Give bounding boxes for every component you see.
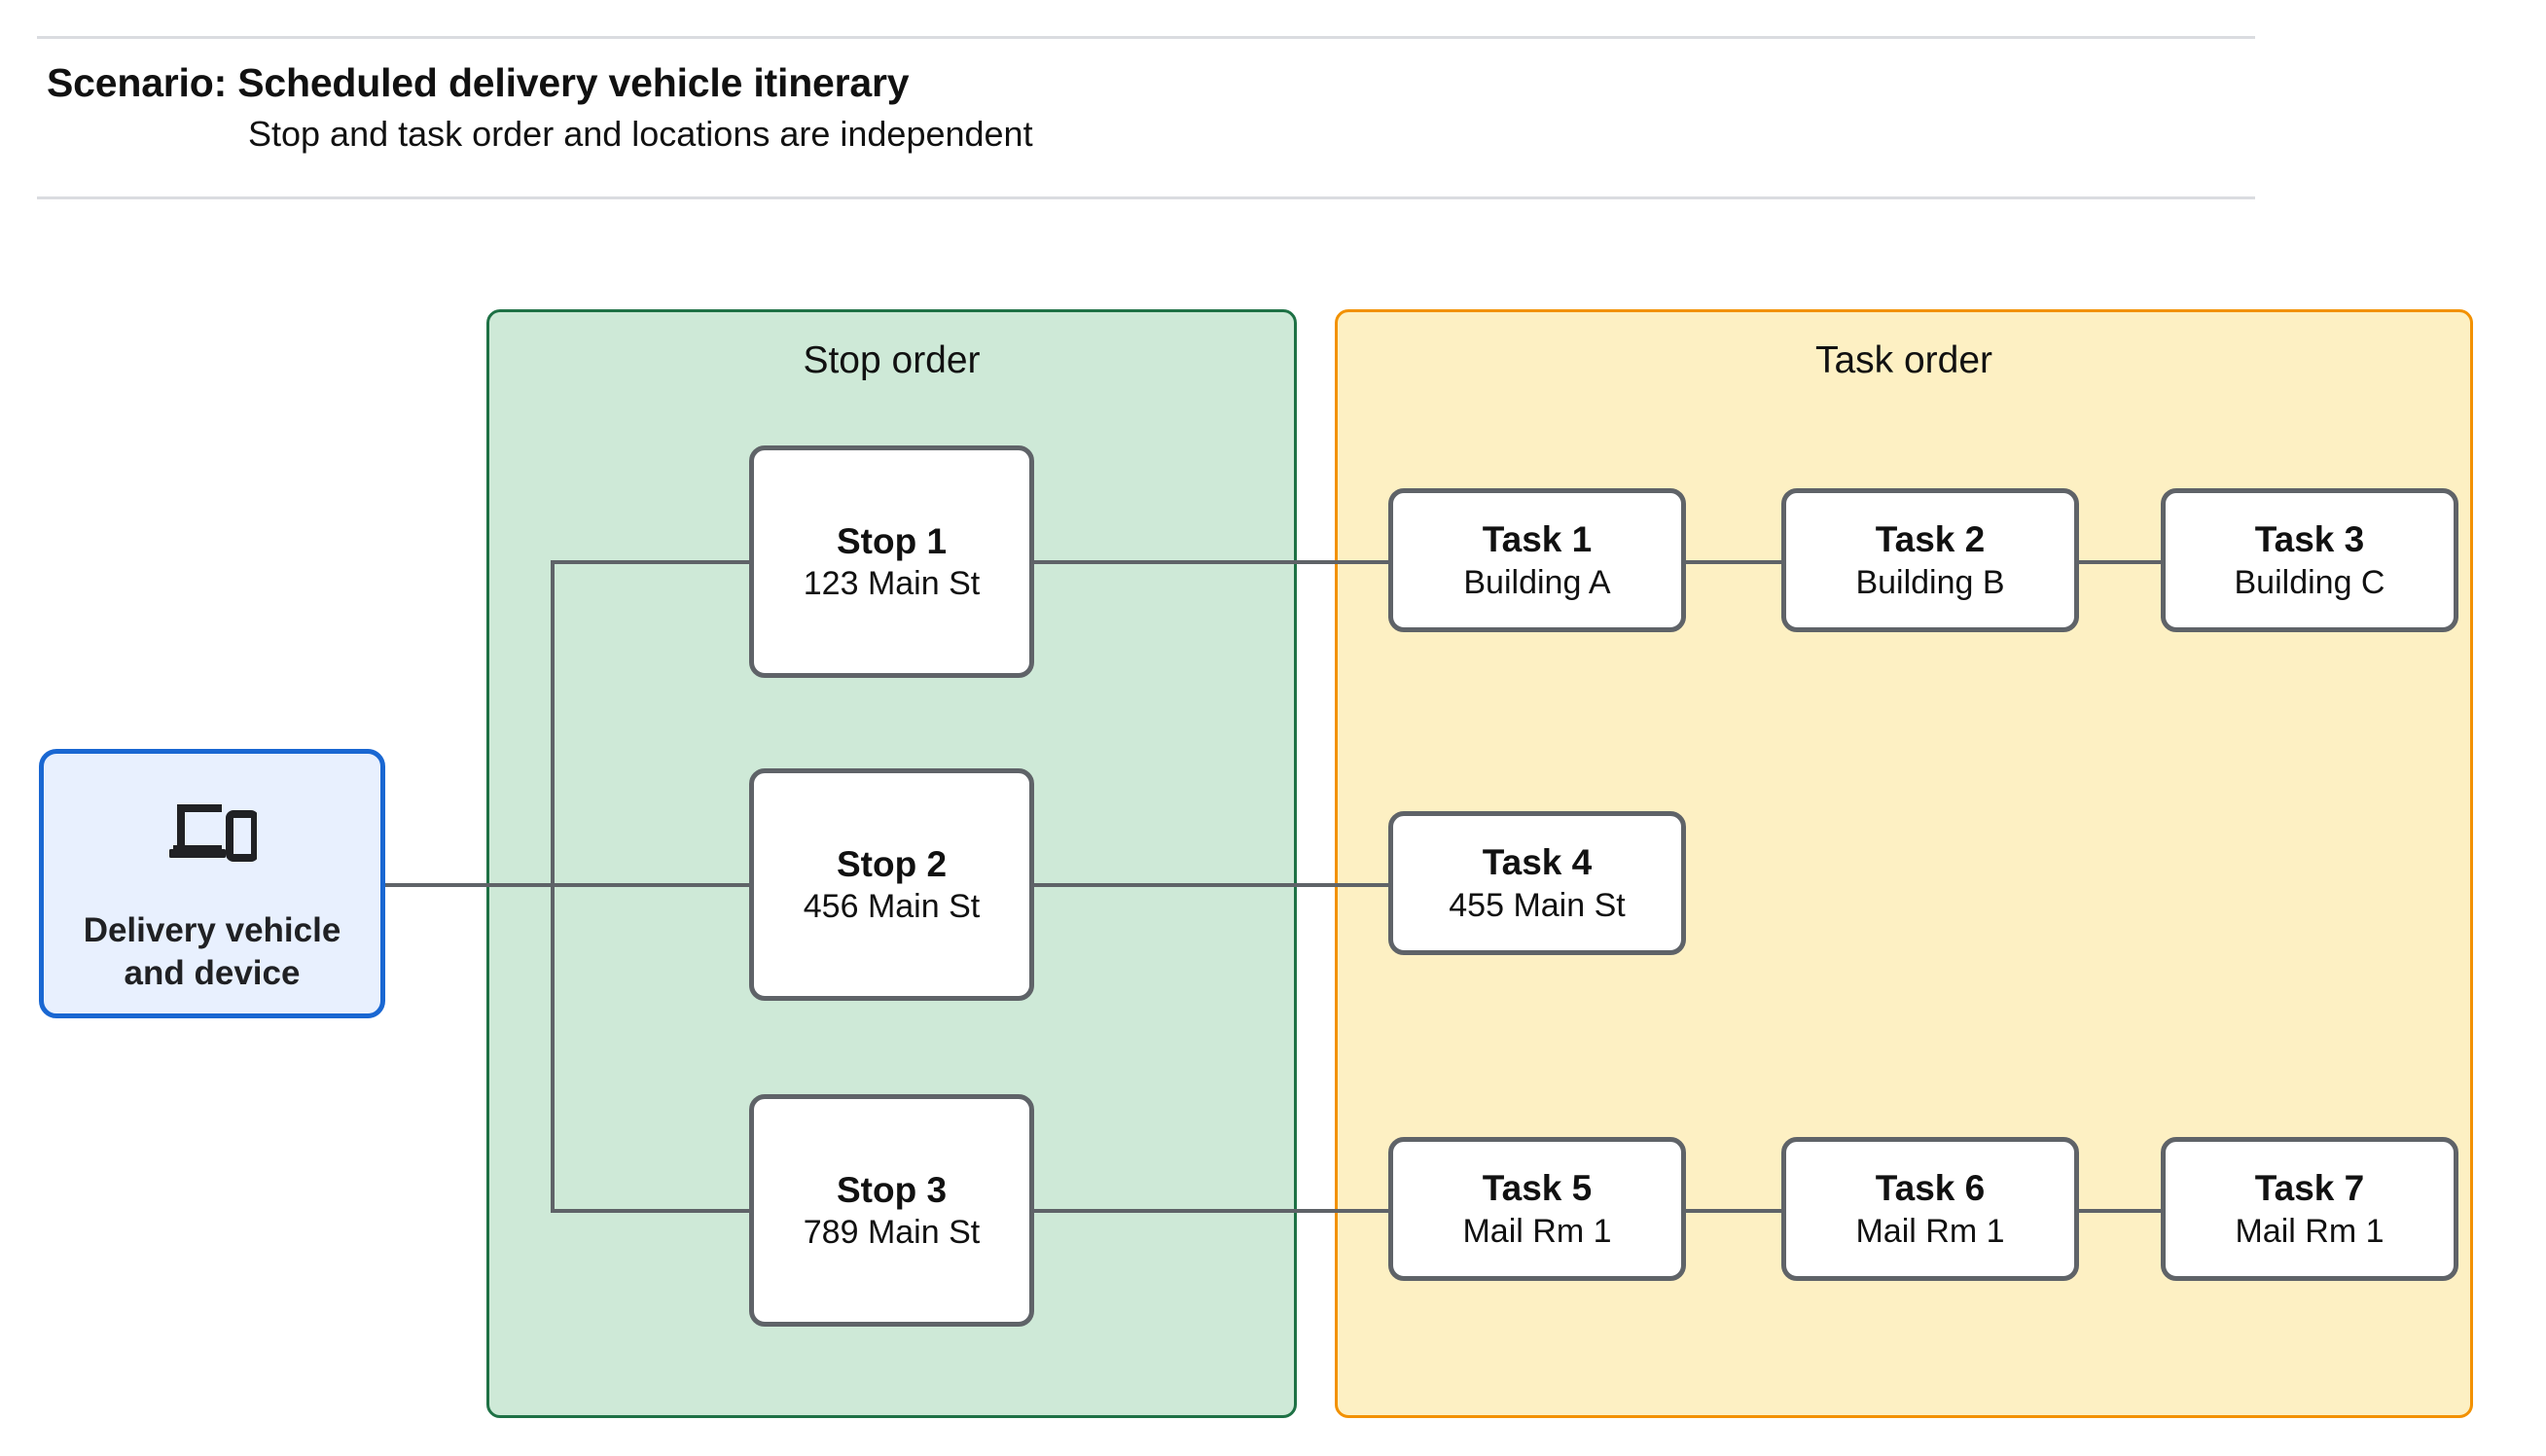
edge-task-1-to-task-2: [1684, 560, 1785, 564]
stop-node-location: 456 Main St: [803, 888, 981, 926]
edge-task-2-to-task-3: [2071, 560, 2165, 564]
task-node-title: Task 1: [1482, 519, 1593, 560]
task-node[interactable]: Task 2 Building B: [1781, 488, 2079, 632]
stop-node-title: Stop 3: [836, 1169, 948, 1210]
edge-task-6-to-task-7: [2071, 1209, 2165, 1213]
edge-stop-2-to-task-4: [1034, 883, 1390, 887]
header-divider-bottom: [37, 196, 2255, 199]
task-node-title: Task 7: [2254, 1168, 2365, 1209]
task-node-location: Mail Rm 1: [1462, 1212, 1612, 1250]
stop-node-title: Stop 2: [836, 843, 948, 884]
page-title: Scenario: Scheduled delivery vehicle iti…: [47, 60, 910, 105]
stop-node-title: Stop 1: [836, 520, 948, 561]
edge-trunk-to-stop-3: [551, 1209, 751, 1213]
stop-node-location: 789 Main St: [803, 1214, 981, 1252]
edge-trunk-to-stop-2: [551, 883, 751, 887]
task-node[interactable]: Task 3 Building C: [2161, 488, 2458, 632]
task-node[interactable]: Task 1 Building A: [1388, 488, 1686, 632]
task-node-title: Task 3: [2254, 519, 2365, 560]
task-node-title: Task 6: [1875, 1168, 1986, 1209]
edge-vehicle-to-trunk: [385, 883, 555, 887]
stop-node[interactable]: Stop 1 123 Main St: [749, 445, 1034, 678]
header-divider-top: [37, 36, 2255, 39]
task-order-panel-title: Task order: [1814, 339, 1993, 381]
task-node-location: Building A: [1463, 563, 1611, 601]
delivery-vehicle-label: Delivery vehicle and device: [83, 911, 341, 992]
task-node-location: Building C: [2234, 563, 2385, 601]
stop-node-location: 123 Main St: [803, 565, 981, 603]
task-node[interactable]: Task 7 Mail Rm 1: [2161, 1137, 2458, 1281]
task-node-location: Building B: [1855, 563, 2005, 601]
task-node-title: Task 5: [1482, 1168, 1593, 1209]
devices-icon: [169, 804, 257, 862]
task-node-title: Task 4: [1482, 842, 1593, 883]
stop-node[interactable]: Stop 3 789 Main St: [749, 1094, 1034, 1327]
task-node[interactable]: Task 4 455 Main St: [1388, 811, 1686, 955]
task-node-location: 455 Main St: [1449, 886, 1626, 924]
task-node-title: Task 2: [1875, 519, 1986, 560]
edge-stop-3-to-task-5: [1034, 1209, 1390, 1213]
task-node[interactable]: Task 6 Mail Rm 1: [1781, 1137, 2079, 1281]
task-node[interactable]: Task 5 Mail Rm 1: [1388, 1137, 1686, 1281]
stop-order-panel-title: Stop order: [803, 339, 981, 381]
delivery-vehicle-node[interactable]: Delivery vehicle and device: [39, 749, 385, 1018]
edge-stop-1-to-task-1: [1034, 560, 1390, 564]
edge-trunk-to-stop-1: [551, 560, 751, 564]
edge-task-5-to-task-6: [1684, 1209, 1785, 1213]
task-node-location: Mail Rm 1: [2235, 1212, 2385, 1250]
task-node-location: Mail Rm 1: [1855, 1212, 2005, 1250]
page-subtitle: Stop and task order and locations are in…: [248, 114, 1033, 154]
stop-node[interactable]: Stop 2 456 Main St: [749, 768, 1034, 1001]
